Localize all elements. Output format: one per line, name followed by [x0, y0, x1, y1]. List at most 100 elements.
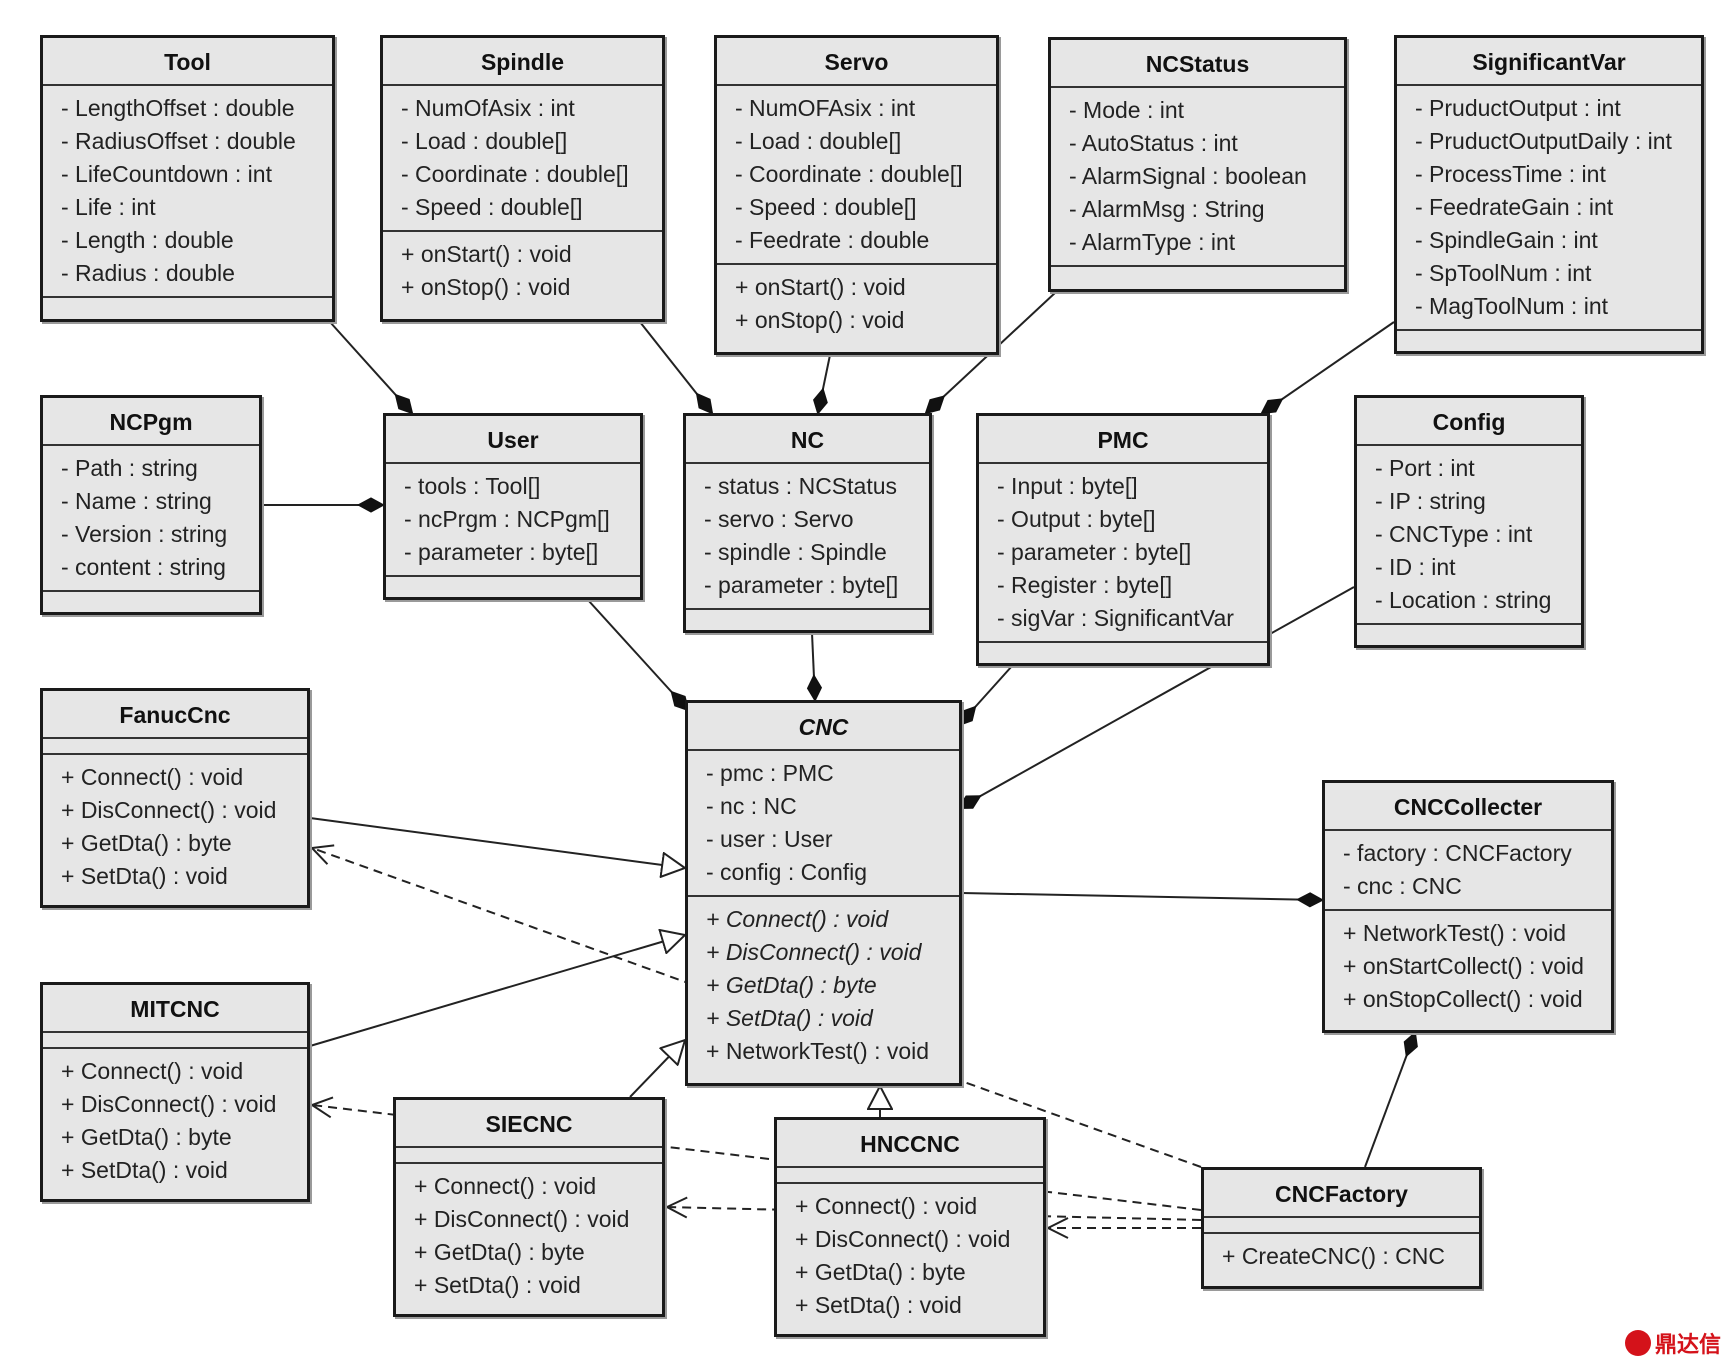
- operation: + DisConnect() : void: [795, 1226, 1011, 1252]
- class-config[interactable]: Config - Port : int - IP : string - CNCT…: [1354, 395, 1584, 648]
- abstract-operation: + Connect() : void: [706, 906, 889, 932]
- class-name: Tool: [43, 38, 332, 86]
- class-user[interactable]: User - tools : Tool[] - ncPrgm : NCPgm[]…: [383, 413, 643, 600]
- operation: + GetDta() : byte: [61, 1124, 232, 1150]
- attribute: - config : Config: [706, 859, 868, 885]
- attribute-list: [1204, 1218, 1479, 1234]
- attribute: - ProcessTime : int: [1415, 161, 1606, 187]
- composition-spindle-to-nc: [639, 321, 712, 413]
- operation-list: + Connect() : void + DisConnect() : void…: [688, 897, 959, 1074]
- attribute: - Speed : double[]: [735, 194, 917, 220]
- abstract-operation: + SetDta() : void: [706, 1005, 873, 1031]
- class-fanuccnc[interactable]: FanucCnc + Connect() : void + DisConnect…: [40, 688, 310, 908]
- operation: + DisConnect() : void: [61, 797, 277, 823]
- attribute: - parameter : byte[]: [704, 572, 899, 598]
- operation: + NetworkTest() : void: [1343, 920, 1567, 946]
- class-name: NC: [686, 416, 929, 464]
- operation: + onStopCollect() : void: [1343, 986, 1583, 1012]
- class-cnc[interactable]: CNC - pmc : PMC - nc : NC - user : User …: [685, 700, 962, 1086]
- class-ncstatus[interactable]: NCStatus - Mode : int - AutoStatus : int…: [1048, 37, 1347, 292]
- class-siecnc[interactable]: SIECNC + Connect() : void + DisConnect()…: [393, 1097, 665, 1317]
- class-pmc[interactable]: PMC - Input : byte[] - Output : byte[] -…: [976, 413, 1270, 666]
- attribute: - Version : string: [61, 521, 228, 547]
- operation: + Connect() : void: [795, 1193, 978, 1219]
- operation: + DisConnect() : void: [414, 1206, 630, 1232]
- attribute: - Port : int: [1375, 455, 1475, 481]
- attribute: - factory : CNCFactory: [1343, 840, 1572, 866]
- attribute: - Length : double: [61, 227, 234, 253]
- class-name: PMC: [979, 416, 1267, 464]
- operation: + onStart() : void: [735, 274, 906, 300]
- class-name: MITCNC: [43, 985, 307, 1033]
- attribute: - pmc : PMC: [706, 760, 834, 786]
- class-name: NCPgm: [43, 398, 259, 446]
- attribute-list: - factory : CNCFactory - cnc : CNC: [1325, 831, 1611, 911]
- attribute: - NumOFAsix : int: [735, 95, 916, 121]
- attribute: - Speed : double[]: [401, 194, 583, 220]
- abstract-operation: + GetDta() : byte: [706, 972, 877, 998]
- attribute: - content : string: [61, 554, 226, 580]
- operation: + SetDta() : void: [414, 1272, 581, 1298]
- attribute-list: - NumOFAsix : int - Load : double[] - Co…: [717, 86, 996, 265]
- operation-list: + NetworkTest() : void + onStartCollect(…: [1325, 911, 1611, 1022]
- attribute: - user : User: [706, 826, 833, 852]
- attribute: - SpToolNum : int: [1415, 260, 1592, 286]
- operation: + SetDta() : void: [61, 1157, 228, 1183]
- attribute: - Feedrate : double: [735, 227, 930, 253]
- class-cncfactory[interactable]: CNCFactory + CreateCNC() : CNC: [1201, 1167, 1482, 1289]
- operation-list: + Connect() : void + DisConnect() : void…: [43, 755, 307, 899]
- attribute: - IP : string: [1375, 488, 1486, 514]
- class-name: FanucCnc: [43, 691, 307, 739]
- operation-list: + CreateCNC() : CNC: [1204, 1234, 1479, 1279]
- attribute: - ID : int: [1375, 554, 1456, 580]
- class-ncpgm[interactable]: NCPgm - Path : string - Name : string - …: [40, 395, 262, 615]
- attribute: - Register : byte[]: [997, 572, 1173, 598]
- operation: + Connect() : void: [61, 764, 244, 790]
- attribute-list: [43, 1033, 307, 1049]
- watermark-text: 鼎达信: [1654, 1333, 1721, 1358]
- class-name: Config: [1357, 398, 1581, 446]
- attribute-list: [396, 1148, 662, 1164]
- attribute-list: - Port : int - IP : string - CNCType : i…: [1357, 446, 1581, 625]
- class-hnccnc[interactable]: HNCCNC + Connect() : void + DisConnect()…: [774, 1117, 1046, 1337]
- attribute-list: - Path : string - Name : string - Versio…: [43, 446, 259, 592]
- watermark-logo-icon: [1624, 1330, 1651, 1356]
- attribute: - AlarmType : int: [1069, 229, 1236, 255]
- class-name: Spindle: [383, 38, 662, 86]
- attribute: - Coordinate : double[]: [401, 161, 629, 187]
- generalization-mitcnc-to-cnc: [309, 935, 685, 1047]
- class-nc[interactable]: NC - status : NCStatus - servo : Servo -…: [683, 413, 932, 633]
- attribute: - sigVar : SignificantVar: [997, 605, 1234, 631]
- class-name: SIECNC: [396, 1100, 662, 1148]
- attribute: - parameter : byte[]: [997, 539, 1192, 565]
- attribute: - Load : double[]: [401, 128, 568, 154]
- attribute: - FeedrateGain : int: [1415, 194, 1614, 220]
- operation: + onStop() : void: [735, 307, 905, 333]
- composition-significantvar-to-pmc: [1262, 321, 1395, 413]
- attribute: - Location : string: [1375, 587, 1552, 613]
- attribute: - AlarmMsg : String: [1069, 196, 1265, 222]
- class-significantvar[interactable]: SignificantVar - PruductOutput : int - P…: [1394, 35, 1704, 354]
- operation: + DisConnect() : void: [61, 1091, 277, 1117]
- operation: + onStop() : void: [401, 274, 571, 300]
- class-name: Servo: [717, 38, 996, 86]
- class-spindle[interactable]: Spindle - NumOfAsix : int - Load : doubl…: [380, 35, 665, 322]
- operation-list: [386, 577, 640, 591]
- composition-cnc-to-cnccollecter: [961, 892, 1322, 900]
- attribute: - NumOfAsix : int: [401, 95, 575, 121]
- attribute: - Path : string: [61, 455, 198, 481]
- attribute-list: - pmc : PMC - nc : NC - user : User - co…: [688, 751, 959, 897]
- operation: + CreateCNC() : CNC: [1222, 1243, 1446, 1269]
- operation-list: [979, 643, 1267, 657]
- operation: + GetDta() : byte: [61, 830, 232, 856]
- attribute: - PruductOutputDaily : int: [1415, 128, 1672, 154]
- class-mitcnc[interactable]: MITCNC + Connect() : void + DisConnect()…: [40, 982, 310, 1202]
- operation-list: [686, 610, 929, 624]
- class-cnccollecter[interactable]: CNCCollecter - factory : CNCFactory - cn…: [1322, 780, 1614, 1033]
- attribute: - LengthOffset : double: [61, 95, 295, 121]
- class-servo[interactable]: Servo - NumOFAsix : int - Load : double[…: [714, 35, 999, 355]
- attribute: - Output : byte[]: [997, 506, 1156, 532]
- class-name: SignificantVar: [1397, 38, 1701, 86]
- class-tool[interactable]: Tool - LengthOffset : double - RadiusOff…: [40, 35, 335, 322]
- attribute: - servo : Servo: [704, 506, 854, 532]
